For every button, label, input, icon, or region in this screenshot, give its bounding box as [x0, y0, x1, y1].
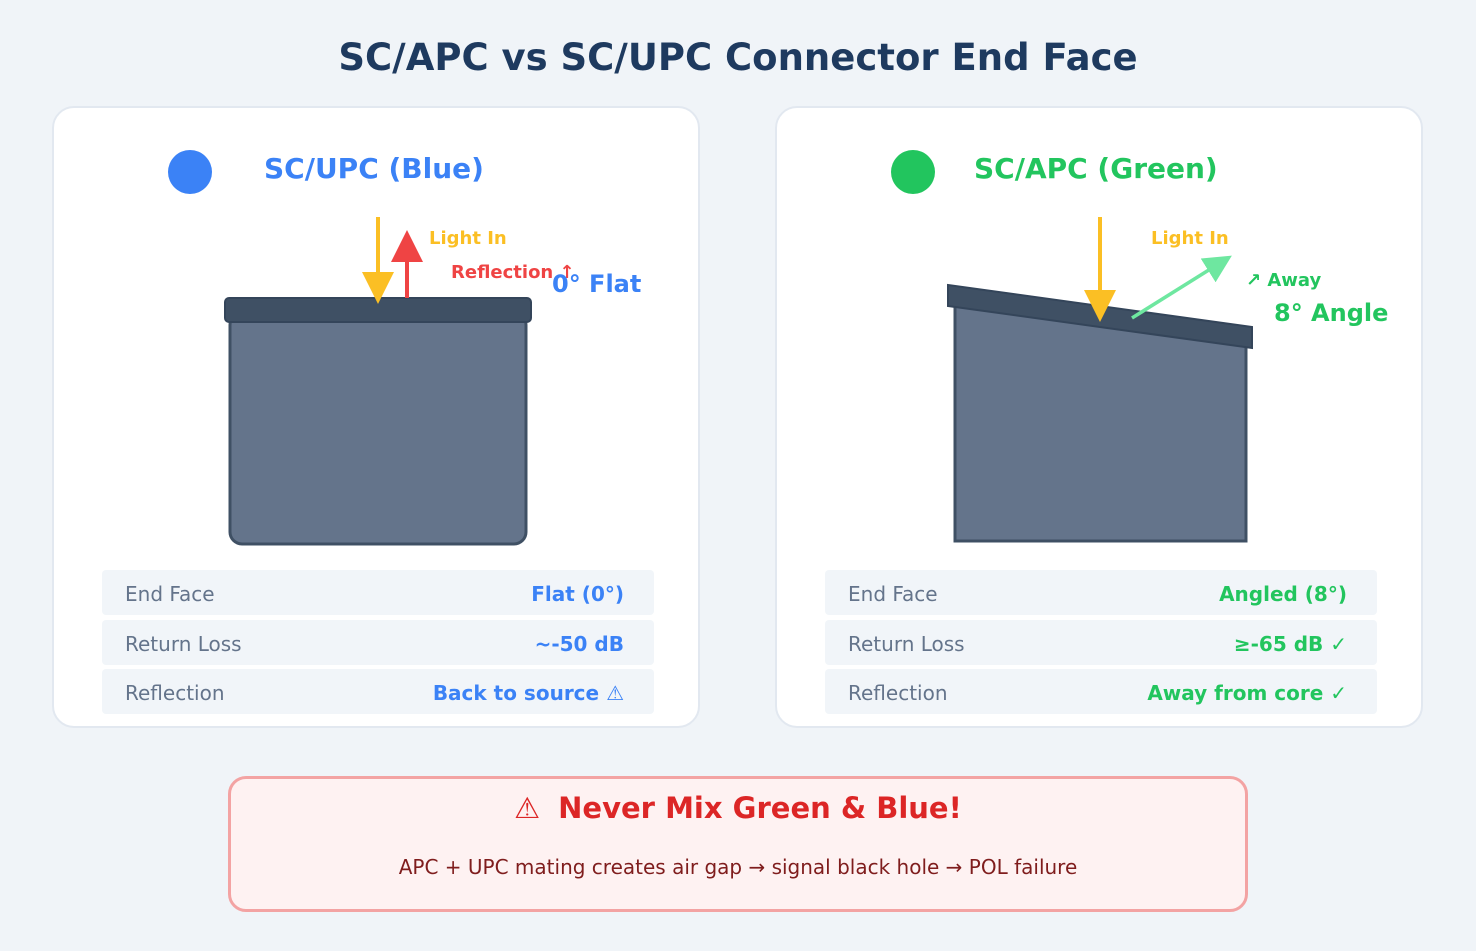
upc-angle-label: 0° Flat [552, 270, 641, 298]
upc-spec-reflection: Reflection Back to source ⚠ [102, 669, 654, 714]
apc-spec-reflection: Reflection Away from core ✓ [825, 669, 1377, 714]
warning-triangle-icon: ⚠ [514, 791, 541, 825]
upc-card: SC/UPC (Blue) Light In Reflection ↑ 0° F… [52, 106, 700, 728]
apc-spec-end-face: End Face Angled (8°) [825, 570, 1377, 615]
upc-blue-dot-icon [168, 150, 212, 194]
apc-spec-return-loss: Return Loss ≥-65 dB ✓ [825, 620, 1377, 665]
apc-angle-label: 8° Angle [1274, 299, 1388, 327]
warning-title-text: Never Mix Green & Blue! [558, 791, 962, 825]
apc-green-dot-icon [891, 150, 935, 194]
apc-away-arrow [1131, 255, 1232, 320]
apc-away-label: ↗ Away [1246, 270, 1322, 291]
upc-ferrule-diagram: Light In Reflection ↑ 0° Flat [224, 217, 641, 546]
upc-flat-end-face [224, 297, 532, 323]
warning-title: ⚠ Never Mix Green & Blue! [231, 791, 1245, 825]
apc-card: SC/APC (Green) Light In ↗ Away 8° Angle … [775, 106, 1423, 728]
warning-text: APC + UPC mating creates air gap → signa… [398, 855, 1078, 879]
apc-ferrule-diagram: Light In ↗ Away 8° Angle [947, 217, 1388, 543]
upc-reflection-label: Reflection ↑ [451, 262, 575, 283]
apc-light-in-label: Light In [1151, 228, 1229, 249]
upc-spec-return-loss: Return Loss ~-50 dB [102, 620, 654, 665]
upc-ferrule-body [228, 311, 528, 546]
warning-box: ⚠ Never Mix Green & Blue! APC + UPC matin… [228, 776, 1248, 912]
upc-card-title: SC/UPC (Blue) [264, 152, 484, 185]
upc-light-in-label: Light In [429, 228, 507, 249]
apc-card-title: SC/APC (Green) [974, 152, 1218, 185]
page-title: SC/APC vs SC/UPC Connector End Face [338, 36, 1138, 79]
upc-spec-end-face: End Face Flat (0°) [102, 570, 654, 615]
